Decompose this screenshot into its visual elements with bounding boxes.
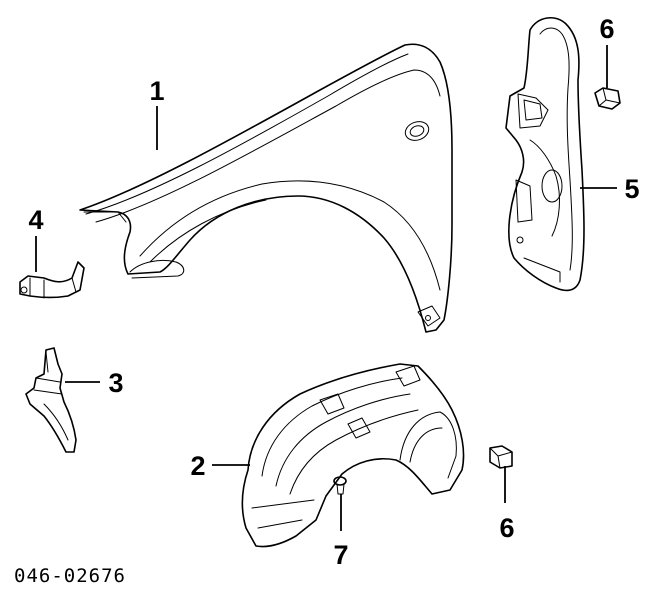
callout-bracket-upper: 4: [28, 205, 43, 235]
callout-bracket-lower: 3: [108, 368, 123, 398]
callout-clip-top: 6: [599, 14, 614, 44]
bracket-lower: [25, 347, 77, 453]
callout-clip-bottom: 6: [499, 513, 514, 543]
screw: [333, 476, 347, 495]
callout-screw: 7: [333, 540, 348, 570]
callout-liner: 2: [190, 451, 205, 481]
diagram-code: 046-02676: [14, 565, 126, 587]
clip-top: [594, 87, 621, 110]
clip-bottom: [489, 445, 513, 469]
callout-fender: 1: [149, 76, 164, 106]
front-fender: [79, 43, 453, 333]
wheel-well-liner: [241, 363, 465, 548]
bracket-upper: [19, 261, 85, 299]
callout-splash-shield: 5: [624, 174, 639, 204]
splash-shield: [505, 17, 585, 292]
